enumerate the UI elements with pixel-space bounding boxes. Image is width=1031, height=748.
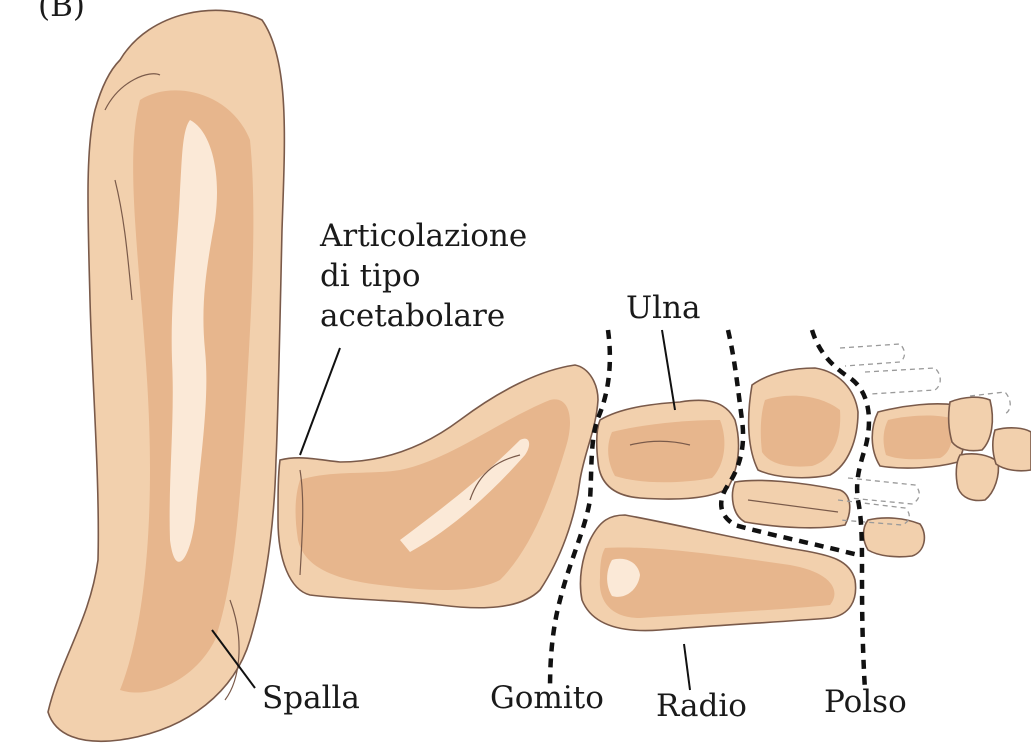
radius-bone <box>580 515 855 631</box>
humerus-bone <box>278 365 598 608</box>
digit-bones <box>838 344 1031 525</box>
wrist-label: Polso <box>824 684 907 720</box>
elbow-label: Gomito <box>490 680 604 716</box>
ulna-bone <box>597 400 739 499</box>
articulation-label-line-2: di tipo <box>320 258 421 294</box>
panel-label: (B) <box>38 0 85 24</box>
shoulder-girdle-bone <box>48 10 284 741</box>
ulna-label: Ulna <box>626 290 701 326</box>
ulna-leader <box>662 330 675 410</box>
radius-leader <box>684 644 690 690</box>
articulation-label-line-3: acetabolare <box>320 298 505 334</box>
articulation-leader <box>300 348 340 455</box>
radius-label: Radio <box>656 688 747 724</box>
shoulder-label: Spalla <box>262 680 360 716</box>
articulation-label-line-1: Articolazione <box>320 218 527 254</box>
